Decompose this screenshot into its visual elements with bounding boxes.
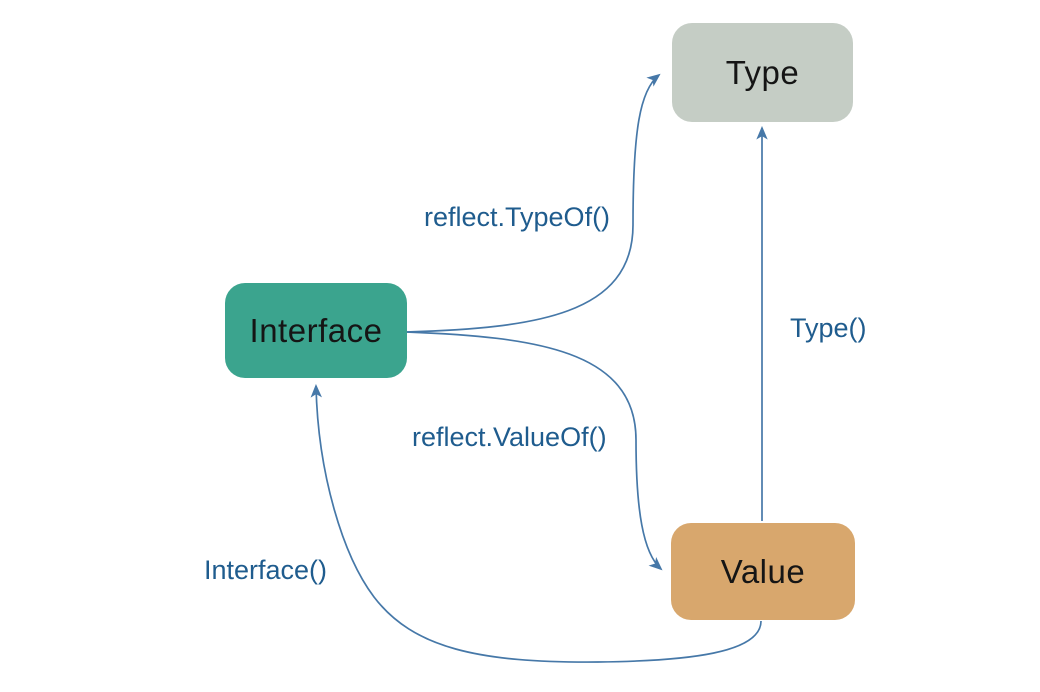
edge-label-type-method: Type() xyxy=(790,313,867,343)
edge-label-reflect-valueof: reflect.ValueOf() xyxy=(412,422,607,452)
node-interface: Interface xyxy=(225,283,407,378)
edge-reflect-valueof-arrow xyxy=(406,331,663,571)
edge-reflect-typeof-arrow xyxy=(406,73,661,333)
node-interface-label: Interface xyxy=(249,311,383,349)
node-type-label: Type xyxy=(725,53,800,91)
edge-interface-method-arrow xyxy=(310,383,762,663)
node-value-label: Value xyxy=(720,552,806,590)
node-type: Type xyxy=(672,23,853,122)
node-value: Value xyxy=(671,523,855,620)
edge-label-reflect-typeof: reflect.TypeOf() xyxy=(424,202,611,232)
edge-label-interface-method: Interface() xyxy=(204,555,328,585)
